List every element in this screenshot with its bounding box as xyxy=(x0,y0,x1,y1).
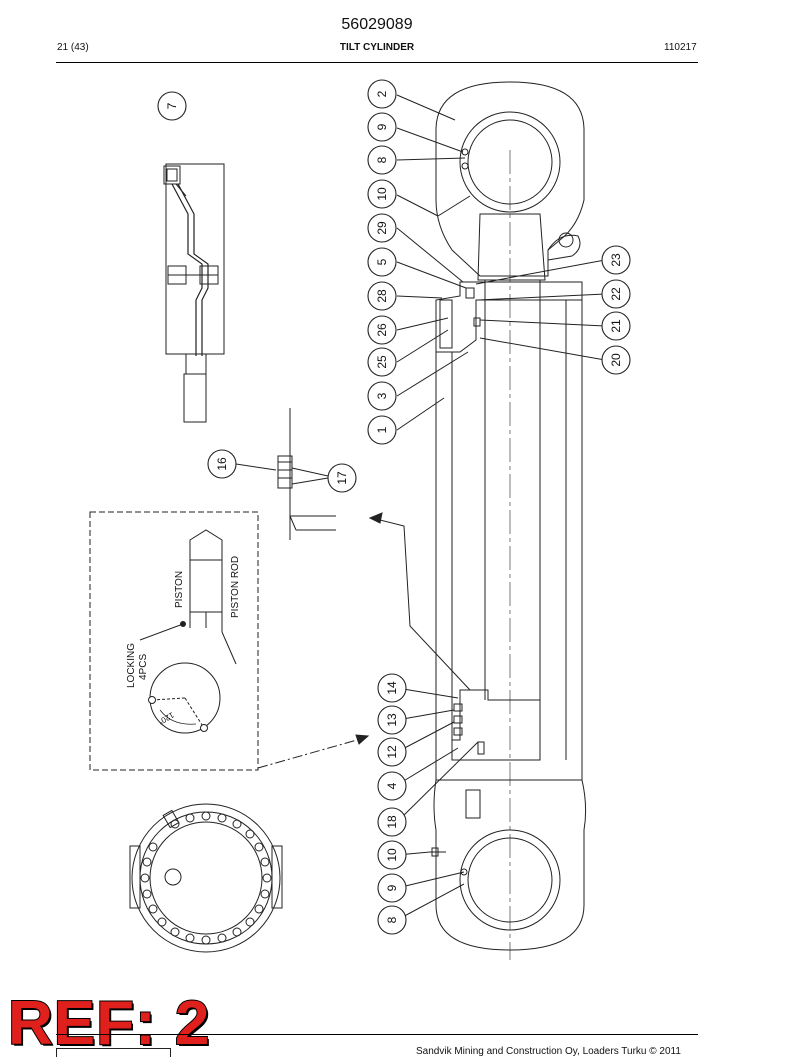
balloon-layer: 2981029528262531232221201617141312418109… xyxy=(157,79,631,935)
callout-number: 16 xyxy=(215,457,229,471)
callout-number: 8 xyxy=(385,916,399,923)
top-eye-outline xyxy=(435,81,585,277)
seal-detail xyxy=(235,408,336,540)
callout-balloon-17: 17 xyxy=(327,463,357,493)
callout-balloon-22: 22 xyxy=(601,279,631,309)
callout-balloon-7: 7 xyxy=(157,91,187,121)
date-code: 110217 xyxy=(664,42,697,53)
locking-label: LOCKING xyxy=(126,643,137,688)
gland-bolt xyxy=(439,299,453,349)
bottom-end-body xyxy=(433,779,587,951)
callout-number: 26 xyxy=(375,323,389,337)
piston-seal-3 xyxy=(453,727,463,736)
top-eye-lug xyxy=(547,234,581,261)
bottom-end-port xyxy=(465,789,481,819)
callout-number: 9 xyxy=(375,123,389,130)
top-eye-lug-hole xyxy=(558,232,574,248)
callout-number: 22 xyxy=(609,287,623,301)
gland-seal-1 xyxy=(465,287,475,299)
piston-rod-label: PISTON ROD xyxy=(230,556,241,618)
callout-balloon-1: 1 xyxy=(367,415,397,445)
callout-balloon-4: 4 xyxy=(377,771,407,801)
piston-seal-1 xyxy=(453,703,463,712)
callout-balloon-13: 13 xyxy=(377,705,407,735)
callout-balloon-8: 8 xyxy=(377,905,407,935)
callout-number: 29 xyxy=(375,221,389,235)
valve-block-view xyxy=(163,163,225,423)
callout-number: 3 xyxy=(375,392,389,399)
footer-rule xyxy=(56,1034,698,1035)
detail-arrow xyxy=(368,512,471,691)
callout-number: 25 xyxy=(375,355,389,369)
locking-qty-label: 4PCS xyxy=(138,654,149,680)
callout-balloon-3: 3 xyxy=(367,381,397,411)
callout-balloon-5: 5 xyxy=(367,247,397,277)
callout-number: 10 xyxy=(385,848,399,862)
callout-number: 7 xyxy=(165,102,179,109)
bottom-eye-grease-nipple xyxy=(460,868,468,876)
callout-number: 9 xyxy=(385,884,399,891)
bolt-circle xyxy=(140,811,272,945)
callout-balloon-10: 10 xyxy=(377,840,407,870)
callout-balloon-9: 9 xyxy=(377,873,407,903)
callout-balloon-20: 20 xyxy=(601,345,631,375)
callout-balloon-26: 26 xyxy=(367,315,397,345)
callout-balloon-2: 2 xyxy=(367,79,397,109)
footer-copyright: Sandvik Mining and Construction Oy, Load… xyxy=(416,1046,681,1057)
callout-balloon-14: 14 xyxy=(377,673,407,703)
callout-balloon-8: 8 xyxy=(367,145,397,175)
top-eye-bore-outer xyxy=(459,111,561,213)
callout-balloon-16: 16 xyxy=(207,449,237,479)
ref-stamp: REF: 2 xyxy=(7,988,211,1059)
callout-number: 13 xyxy=(385,713,399,727)
bottom-grease-fitting xyxy=(430,847,446,857)
piston-locking-detail xyxy=(89,511,370,771)
bottom-eye-bore-inner xyxy=(467,837,553,923)
angle-label: 120° xyxy=(157,710,176,726)
callout-number: 21 xyxy=(609,319,623,333)
header-rule xyxy=(56,62,698,63)
piston-body xyxy=(451,689,541,761)
callout-number: 1 xyxy=(375,426,389,433)
callout-balloon-18: 18 xyxy=(377,807,407,837)
page-title: TILT CYLINDER xyxy=(339,42,415,53)
callout-number: 18 xyxy=(385,815,399,829)
end-view xyxy=(129,803,283,953)
callouts-right xyxy=(475,259,606,361)
piston-seal-2 xyxy=(453,715,463,724)
gland-seal-2 xyxy=(473,317,481,327)
callout-number: 20 xyxy=(609,353,623,367)
callout-number: 4 xyxy=(385,782,399,789)
cylinder-main-view xyxy=(430,81,587,960)
callout-number: 12 xyxy=(385,745,399,759)
top-eye-grease-nipple-2 xyxy=(461,162,469,170)
callout-balloon-29: 29 xyxy=(367,213,397,243)
callout-number: 14 xyxy=(385,681,399,695)
callout-number: 8 xyxy=(375,156,389,163)
callout-balloon-25: 25 xyxy=(367,347,397,377)
callout-balloon-10: 10 xyxy=(367,179,397,209)
piston-rod-upper xyxy=(477,213,546,281)
callout-balloon-28: 28 xyxy=(367,281,397,311)
callout-balloon-12: 12 xyxy=(377,737,407,767)
callout-balloon-9: 9 xyxy=(367,112,397,142)
gland-head xyxy=(435,281,583,353)
callout-balloon-23: 23 xyxy=(601,245,631,275)
piston-label: PISTON xyxy=(174,571,185,608)
callout-number: 28 xyxy=(375,289,389,303)
callout-number: 2 xyxy=(375,90,389,97)
callout-balloon-21: 21 xyxy=(601,311,631,341)
callout-number: 5 xyxy=(375,258,389,265)
callout-number: 17 xyxy=(335,471,349,485)
piston-lock-screw xyxy=(477,741,485,755)
document-number: 56029089 xyxy=(341,16,413,33)
bottom-eye-bore-outer xyxy=(459,829,561,931)
callout-number: 10 xyxy=(375,187,389,201)
page-indicator: 21 (43) xyxy=(57,42,89,53)
callout-number: 23 xyxy=(609,253,623,267)
